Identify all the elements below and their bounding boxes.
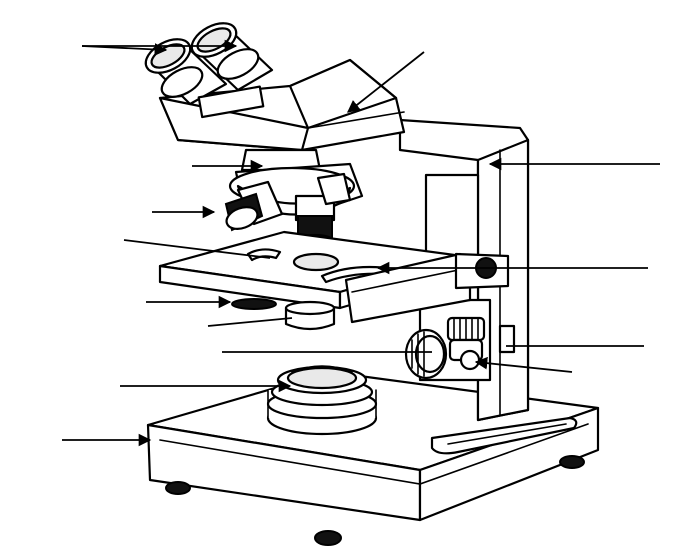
eyepieces [144,22,274,119]
pointer-focus-right [474,356,573,373]
coarse-focus-knob [404,328,448,380]
pointer-stage-clip [123,239,271,259]
base-handle-slot [430,416,578,455]
condenser [231,298,336,331]
stage-aperture [292,252,340,272]
base-foot-left [165,481,191,495]
stage-clip-left [246,248,282,262]
stage [158,230,510,324]
base-foot-front [314,530,342,546]
illuminator-lens [286,366,358,390]
base-foot-right [559,455,585,469]
objective-lenses [224,172,352,247]
pointer-head [347,51,425,113]
diaphragm-lever [231,298,277,310]
illuminator [266,365,378,436]
fine-focus-knob [446,316,486,371]
pointer-condenser [207,317,293,327]
label-pointers [62,39,660,447]
